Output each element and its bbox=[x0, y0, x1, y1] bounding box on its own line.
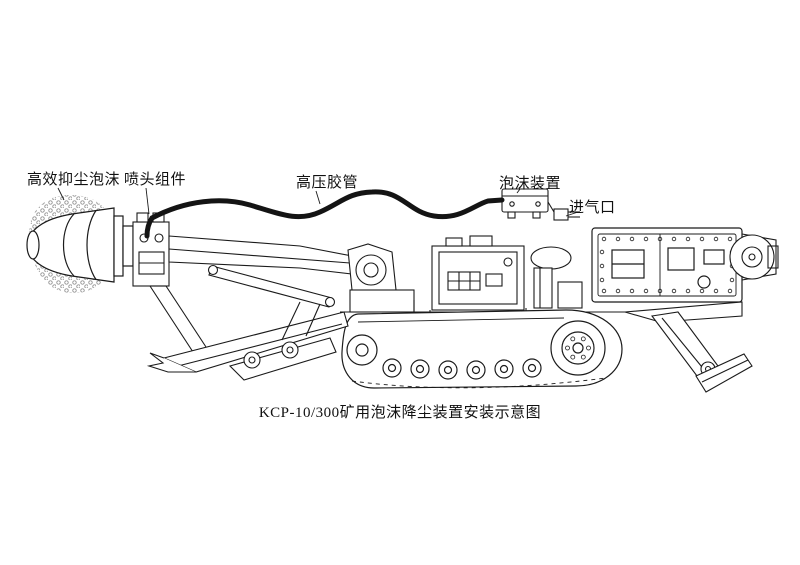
label-high-pressure-hose: 高压胶管 bbox=[296, 175, 359, 191]
diagram-caption: KCP-10/300矿用泡沫降尘装置安装示意图 bbox=[258, 405, 542, 421]
operator-console bbox=[431, 235, 525, 311]
boom-turret bbox=[347, 243, 415, 313]
rear-support-leg bbox=[624, 301, 753, 393]
front-support-frame bbox=[149, 285, 207, 353]
rear-fan-unit bbox=[729, 233, 779, 281]
cutting-boom bbox=[168, 235, 353, 308]
label-air-inlet: 进气口 bbox=[569, 200, 616, 216]
cutting-head-icon bbox=[26, 207, 134, 283]
hydraulic-tank bbox=[530, 246, 583, 309]
crawler-track bbox=[341, 309, 623, 389]
label-foam: 高效抑尘泡沫 bbox=[27, 172, 121, 188]
high-pressure-hose-icon bbox=[144, 189, 505, 239]
label-foam-device: 泡沫装置 bbox=[499, 176, 562, 192]
loading-apron bbox=[146, 301, 349, 381]
label-nozzle-assembly: 喷头组件 bbox=[124, 172, 187, 188]
label-leader-lines bbox=[57, 187, 579, 217]
nozzle-assembly-icon bbox=[132, 212, 170, 287]
foam-device-unit bbox=[501, 188, 549, 219]
rear-electrical-cabinet bbox=[591, 227, 743, 303]
